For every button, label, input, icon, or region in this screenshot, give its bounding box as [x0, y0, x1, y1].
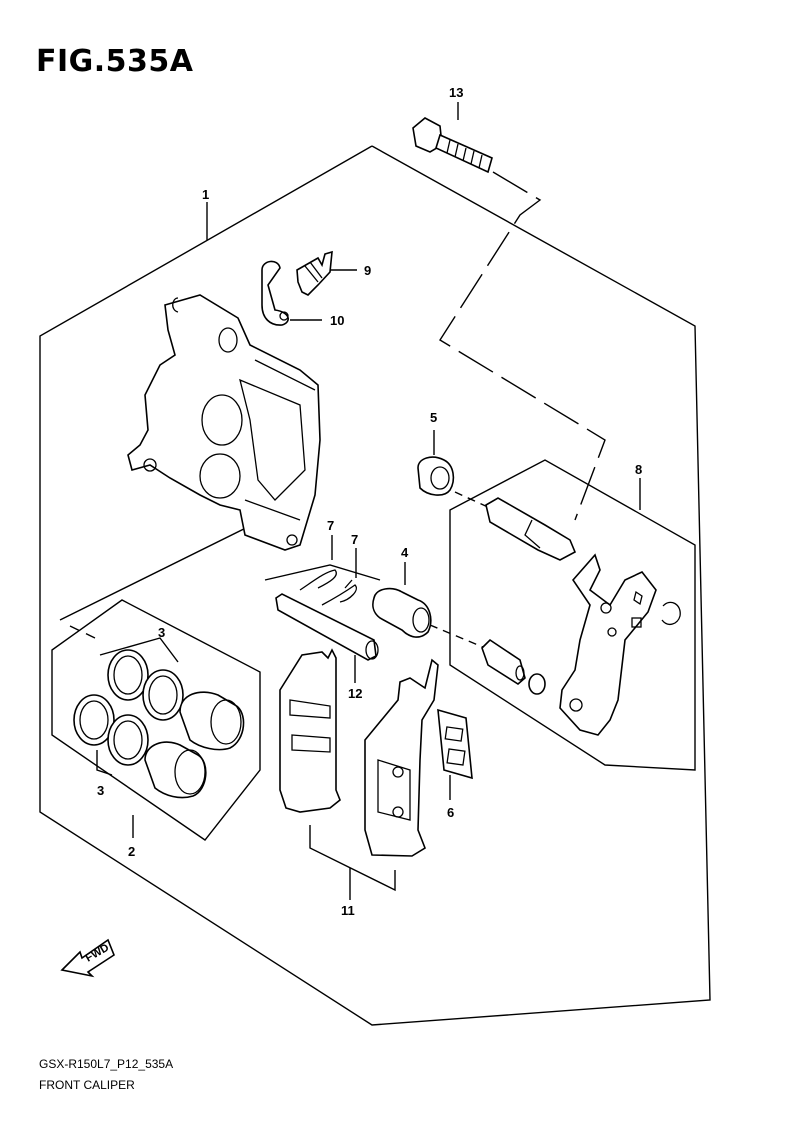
pad-pin — [275, 593, 379, 661]
clip-bracket-line — [264, 564, 381, 581]
callout-11: 11 — [341, 903, 355, 918]
seal-bracket-bottom — [96, 750, 113, 776]
bolt-alignment-line — [439, 171, 606, 521]
callout-3-upper: 3 — [158, 625, 165, 640]
bleeder-cap — [261, 260, 289, 326]
callout-3-lower: 3 — [97, 783, 104, 798]
brake-pad-rear — [364, 658, 439, 857]
bracket-assembly-outline — [449, 459, 696, 771]
mounting-bolt — [412, 117, 493, 174]
caliper-bracket — [559, 553, 681, 736]
slide-pin-upper — [485, 497, 577, 561]
bracket-washer — [528, 673, 546, 695]
callout-7-right: 7 — [351, 532, 358, 547]
callout-10: 10 — [330, 313, 344, 328]
pin-alignment-line — [454, 491, 491, 509]
callout-5: 5 — [430, 410, 437, 425]
callout-1: 1 — [202, 187, 209, 202]
diagram-code: GSX-R150L7_P12_535A — [39, 1057, 174, 1071]
pad-bracket — [309, 825, 396, 892]
slide-pin-lower — [481, 638, 526, 685]
forward-direction-arrow: FWD — [60, 938, 115, 978]
slide-alignment-line — [429, 624, 491, 651]
callout-8: 8 — [635, 462, 642, 477]
callout-6: 6 — [447, 805, 454, 820]
pin-boot — [417, 456, 455, 496]
caliper-body — [127, 294, 321, 551]
callout-13: 13 — [449, 85, 463, 100]
callout-12: 12 — [348, 686, 362, 701]
pad-shim — [437, 708, 473, 780]
kit-link-line — [59, 519, 263, 621]
assembly-outline — [39, 145, 711, 1026]
callout-7-left: 7 — [327, 518, 334, 533]
callout-9: 9 — [364, 263, 371, 278]
piston-kit-outline — [51, 599, 261, 841]
callout-4: 4 — [401, 545, 409, 560]
diagram-name: FRONT CALIPER — [39, 1078, 135, 1092]
slide-boot — [372, 587, 432, 638]
figure-title: FIG.535A — [36, 44, 194, 79]
callout-2: 2 — [128, 844, 135, 859]
piston-seal-kit — [73, 649, 245, 799]
brake-pad-front — [279, 648, 341, 813]
seal-bracket-top — [99, 637, 179, 663]
kit-dash-line — [69, 625, 96, 639]
pad-clip-a — [299, 569, 337, 591]
pad-clip-b — [321, 579, 357, 606]
bleeder-screw — [296, 250, 333, 296]
